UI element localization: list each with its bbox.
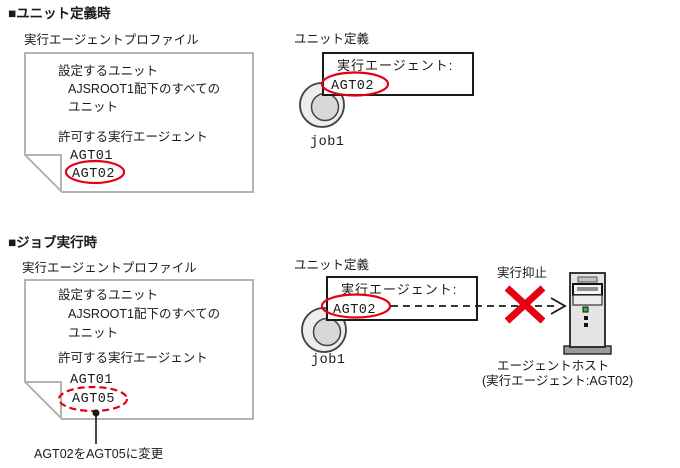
job-label-s2: job1 — [311, 353, 345, 368]
profile-document-s2 — [24, 279, 254, 420]
section2-profile-title: 実行エージェントプロファイル — [22, 260, 197, 275]
unitdef-box-s2 — [326, 276, 478, 321]
red-dashed-circle-annotation-s2 — [57, 385, 129, 413]
set-unit-value1-s2: AJSROOT1配下のすべての — [68, 307, 220, 321]
red-circle-annotation-s1-doc — [64, 159, 126, 185]
document-fold-icon-s1 — [25, 154, 62, 192]
exec-agent-value-s1: AGT02 — [331, 79, 374, 94]
set-unit-value2-s2: ユニット — [68, 326, 118, 340]
set-unit-value1-s1: AJSROOT1配下のすべての — [68, 82, 220, 96]
unitdef-title-s2: ユニット定義 — [294, 257, 370, 272]
job-icon-inner-s2 — [312, 317, 342, 347]
suppress-label: 実行抑止 — [497, 265, 547, 280]
section1-heading: ■ユニット定義時 — [8, 5, 111, 21]
change-note: AGT02をAGT05に変更 — [34, 446, 164, 461]
profile-document-s1 — [24, 52, 254, 193]
red-circle-annotation-s1-box — [320, 71, 390, 97]
agent-host-sublabel: (実行エージェント:AGT02) — [482, 373, 633, 388]
agent-host-label: エージェントホスト — [497, 359, 609, 373]
exec-agent-label-s1: 実行エージェント: — [337, 58, 453, 73]
agent2-s1: AGT02 — [72, 167, 115, 182]
section2-heading: ■ジョブ実行時 — [8, 234, 98, 250]
exec-agent-label-s2: 実行エージェント: — [341, 282, 457, 297]
unitdef-box-s1 — [322, 52, 474, 96]
allow-agents-label-s2: 許可する実行エージェント — [58, 350, 208, 365]
agent2-s2: AGT05 — [72, 392, 115, 407]
section1-profile-title: 実行エージェントプロファイル — [24, 32, 199, 47]
prohibit-x-icon — [504, 285, 546, 324]
document-fold-icon-s2 — [25, 381, 62, 419]
set-unit-label-s2: 設定するユニット — [58, 287, 158, 302]
set-unit-value2-s1: ユニット — [68, 100, 118, 114]
agent1-s2: AGT01 — [70, 373, 113, 388]
allow-agents-label-s1: 許可する実行エージェント — [58, 129, 208, 144]
red-circle-annotation-s2-box — [320, 293, 392, 319]
server-icon — [563, 272, 612, 355]
job-icon-inner-s1 — [310, 92, 340, 122]
arrowhead-icon — [550, 297, 567, 315]
job-label-s1: job1 — [310, 135, 344, 150]
exec-agent-value-s2: AGT02 — [333, 303, 376, 318]
unitdef-title-s1: ユニット定義 — [294, 31, 370, 46]
set-unit-label-s1: 設定するユニット — [58, 63, 158, 78]
